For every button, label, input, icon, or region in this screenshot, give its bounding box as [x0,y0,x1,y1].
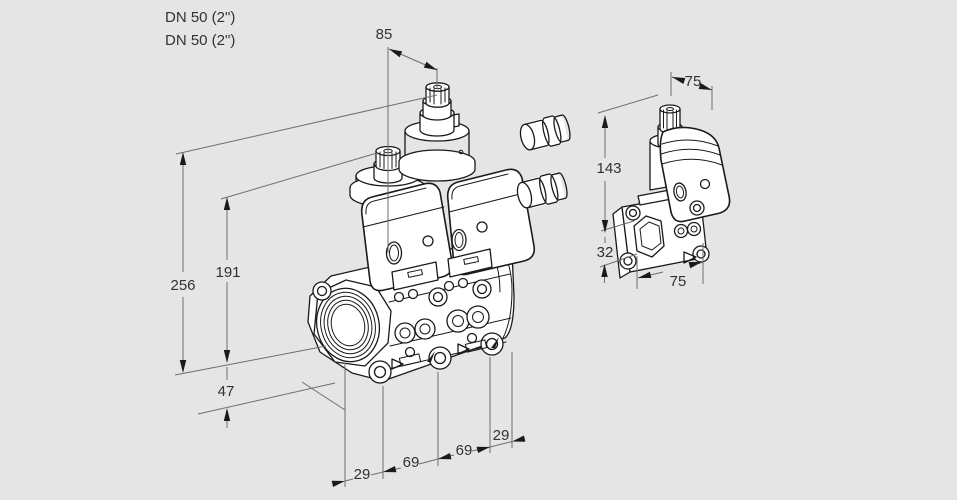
side-body-details [619,200,710,270]
dim-label-191: 191 [215,264,240,281]
extension-lines-side [597,72,713,289]
dim-label-47: 47 [218,383,235,400]
cable-gland-2 [516,172,568,209]
dimension-85: 85 [376,26,438,71]
terminal-boxes [391,248,493,291]
manual-override-knob-right [422,82,452,121]
dimension-191: 191 [215,197,241,363]
threaded-port [313,279,392,367]
seal-slash-icon [491,337,499,348]
flow-direction-triangle-icon [391,358,404,370]
port-label-2: DN 50 (2") [165,32,235,49]
dim-label-85: 85 [376,26,393,43]
side-view-drawing [612,104,731,279]
port-label-1: DN 50 (2") [165,9,235,26]
dim-label-69-b: 69 [456,442,473,459]
dim-label-75-bottom: 75 [670,273,687,290]
dimension-32: 32 [597,237,614,283]
dimension-75-bottom: 75 [637,262,703,290]
dim-label-75-top: 75 [685,73,702,90]
dim-label-29-right: 29 [493,427,510,444]
dim-label-69-a: 69 [403,454,420,471]
dimension-chain-bottom: 29 69 69 29 [331,427,526,488]
flow-direction-triangle-icon [457,343,470,355]
dimension-75-top: 75 [671,73,713,91]
flow-markers [391,337,499,370]
seal-slash-icon [427,351,435,362]
pressure-test-points [393,277,490,358]
dimension-47: 47 [218,367,235,428]
dimension-256: 256 [170,152,196,373]
dim-label-32: 32 [597,244,614,261]
actuator-cylinder-right [398,82,476,182]
port-size-labels: DN 50 (2") DN 50 (2") [165,9,235,49]
front-view-drawing [307,82,536,384]
cable-gland-1 [519,114,571,151]
side-solenoid-cover [659,126,731,223]
dim-label-29-left: 29 [354,466,371,483]
dim-label-143: 143 [596,160,621,177]
flow-direction-triangle-icon [683,251,697,264]
extension-lines-front [174,47,513,487]
dim-label-256: 256 [170,277,195,294]
dimension-143: 143 [596,115,622,233]
